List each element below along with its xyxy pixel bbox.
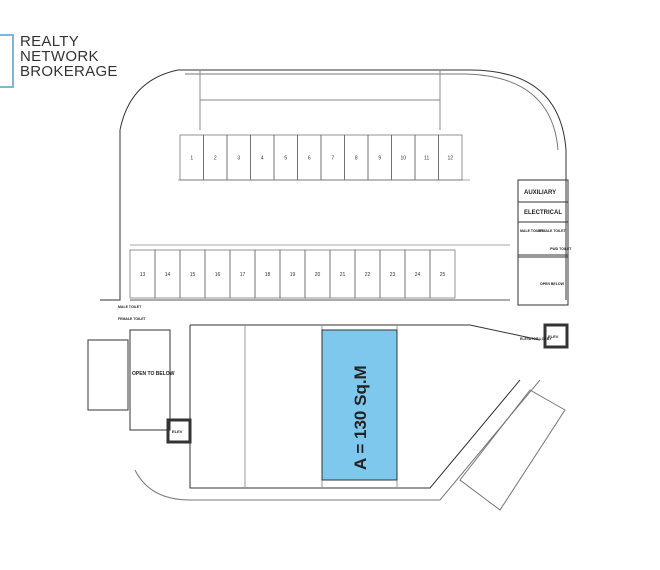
parking-slot-number: 12: [447, 156, 453, 162]
parking-slot-number: 25: [440, 272, 446, 278]
parking-slot-number: 15: [190, 272, 196, 278]
room-female-toilet: FEMALE TOILET: [538, 229, 567, 233]
parking-slot-number: 22: [365, 272, 371, 278]
room-electrical: ELECTRICAL: [524, 210, 562, 216]
parking-slot: [438, 134, 463, 181]
room-pwd-toilet: PWD TOILET: [550, 247, 572, 251]
parking-slot-number: 17: [240, 272, 246, 278]
parking-slot-number: 9: [378, 156, 381, 162]
room-elev-right: ELEV: [548, 334, 559, 339]
parking-slot-number: 1: [190, 156, 193, 162]
parking-slot-number: 6: [308, 156, 311, 162]
parking-slot-number: 19: [290, 272, 296, 278]
room-elev-left: ELEV: [172, 429, 183, 434]
room-male-toilet: MALE TOILET: [520, 229, 544, 233]
parking-slot-number: 2: [214, 156, 217, 162]
realty-network-logo: REALTY NETWORK BROKERAGE: [0, 34, 118, 88]
room-elevator-lobby: ELEVATOR LOBBY: [520, 337, 552, 341]
parking-slot-number: 24: [415, 272, 421, 278]
parking-slot-number: 10: [400, 156, 406, 162]
parking-slot-number: 21: [340, 272, 346, 278]
parking-slot: [429, 249, 456, 299]
highlighted-unit: [321, 329, 398, 481]
room-auxiliary: AUXILIARY: [524, 190, 556, 196]
room-open-to-below: OPEN TO BELOW: [132, 371, 175, 377]
logo-line-3: BROKERAGE: [20, 63, 118, 80]
parking-slot-number: 16: [215, 272, 221, 278]
room-open-below: OPEN BELOW: [540, 282, 565, 286]
parking-slot-number: 14: [165, 272, 171, 278]
parking-slot-number: 3: [237, 156, 240, 162]
parking-slot-number: 23: [390, 272, 396, 278]
parking-slot-number: 13: [140, 272, 146, 278]
building-logo-icon: [0, 34, 14, 88]
parking-slot-number: 7: [331, 156, 334, 162]
unit-area-label: A = 130 Sq.M: [351, 365, 370, 470]
logo-line-1: REALTY: [20, 33, 80, 50]
room-female-toilet-left: FEMALE TOILET: [118, 317, 147, 321]
parking-slot-number: 4: [261, 156, 264, 162]
parking-slot-number: 20: [315, 272, 321, 278]
parking-slot-number: 5: [284, 156, 287, 162]
parking-slot-number: 8: [355, 156, 358, 162]
room-male-toilet-left: MALE TOILET: [118, 305, 142, 309]
outer-wall: [100, 69, 567, 301]
logo-line-2: NETWORK: [20, 48, 99, 65]
parking-slot-number: 18: [265, 272, 271, 278]
parking-slot-number: 11: [424, 156, 429, 162]
